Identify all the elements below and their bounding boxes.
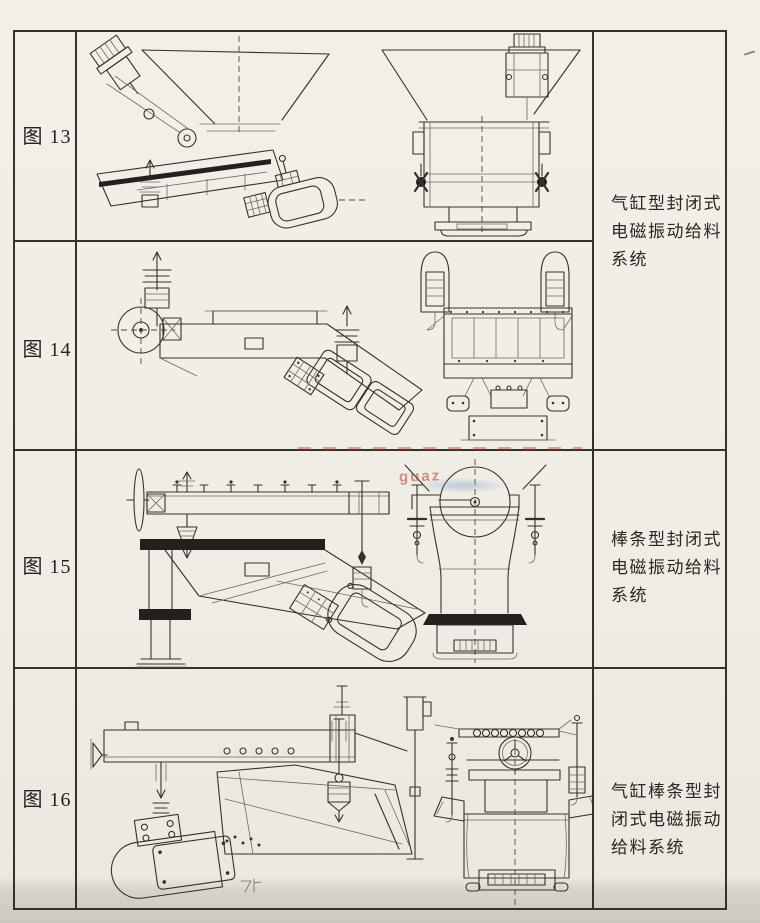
description-fig16: 气缸棒条型封 闭式电磁振动 给料系统 xyxy=(611,778,729,862)
figure-15-label: 图 15 xyxy=(22,556,72,578)
figure-16-label: 图 16 xyxy=(22,789,72,811)
figure-13-side-view xyxy=(89,34,367,229)
description-line: 气缸型封闭式 xyxy=(611,194,722,213)
figure-16-side-view xyxy=(90,685,432,899)
figure-14-technical-drawing xyxy=(111,251,573,441)
figure-15-side-view xyxy=(126,468,426,668)
description-fig13-14: 气缸型封闭式 电磁振动给料 系统 xyxy=(611,190,729,274)
figure-16-drawing-cell xyxy=(77,669,592,910)
description-line: 棒条型封闭式 xyxy=(611,530,722,549)
column-divider-descriptions xyxy=(592,32,594,908)
row-divider-15-16 xyxy=(15,667,725,669)
description-line: 电磁振动给料 xyxy=(611,222,722,241)
handwritten-mark xyxy=(240,878,262,893)
description-fig15: 棒条型封闭式 电磁振动给料 系统 xyxy=(611,526,729,610)
figure-13-drawing-cell xyxy=(77,32,592,240)
figure-table: 图 13 图 14 图 15 图 16 xyxy=(13,30,727,910)
figure-16-front-view xyxy=(433,714,592,905)
row-divider-14-15 xyxy=(15,449,725,451)
figure-14-front-view xyxy=(420,251,573,441)
description-line: 给料系统 xyxy=(611,838,685,857)
row-divider-13-14 xyxy=(15,240,592,242)
figure-14-side-view xyxy=(111,251,423,435)
pen-mark xyxy=(743,50,756,56)
blue-smudge-watermark xyxy=(416,478,508,493)
figure-15-front-view xyxy=(404,459,547,663)
figure-13-technical-drawing xyxy=(89,33,581,237)
description-line: 系统 xyxy=(611,586,648,605)
figure-15-technical-drawing xyxy=(126,459,547,668)
red-scan-artifact-dashes xyxy=(298,447,582,450)
figure-13-front-view xyxy=(381,33,581,237)
figure-16-technical-drawing xyxy=(90,685,592,905)
figure-14-drawing-cell xyxy=(77,242,592,451)
red-text-watermark: guaz xyxy=(398,467,442,486)
column-divider-labels xyxy=(75,32,77,908)
description-line: 闭式电磁振动 xyxy=(611,810,722,829)
figure-13-label: 图 13 xyxy=(22,126,72,148)
figure-14-label: 图 14 xyxy=(22,339,72,361)
description-line: 电磁振动给料 xyxy=(611,558,722,577)
description-line: 系统 xyxy=(611,250,648,269)
description-line: 气缸棒条型封 xyxy=(611,782,722,801)
figure-15-drawing-cell xyxy=(77,451,592,669)
